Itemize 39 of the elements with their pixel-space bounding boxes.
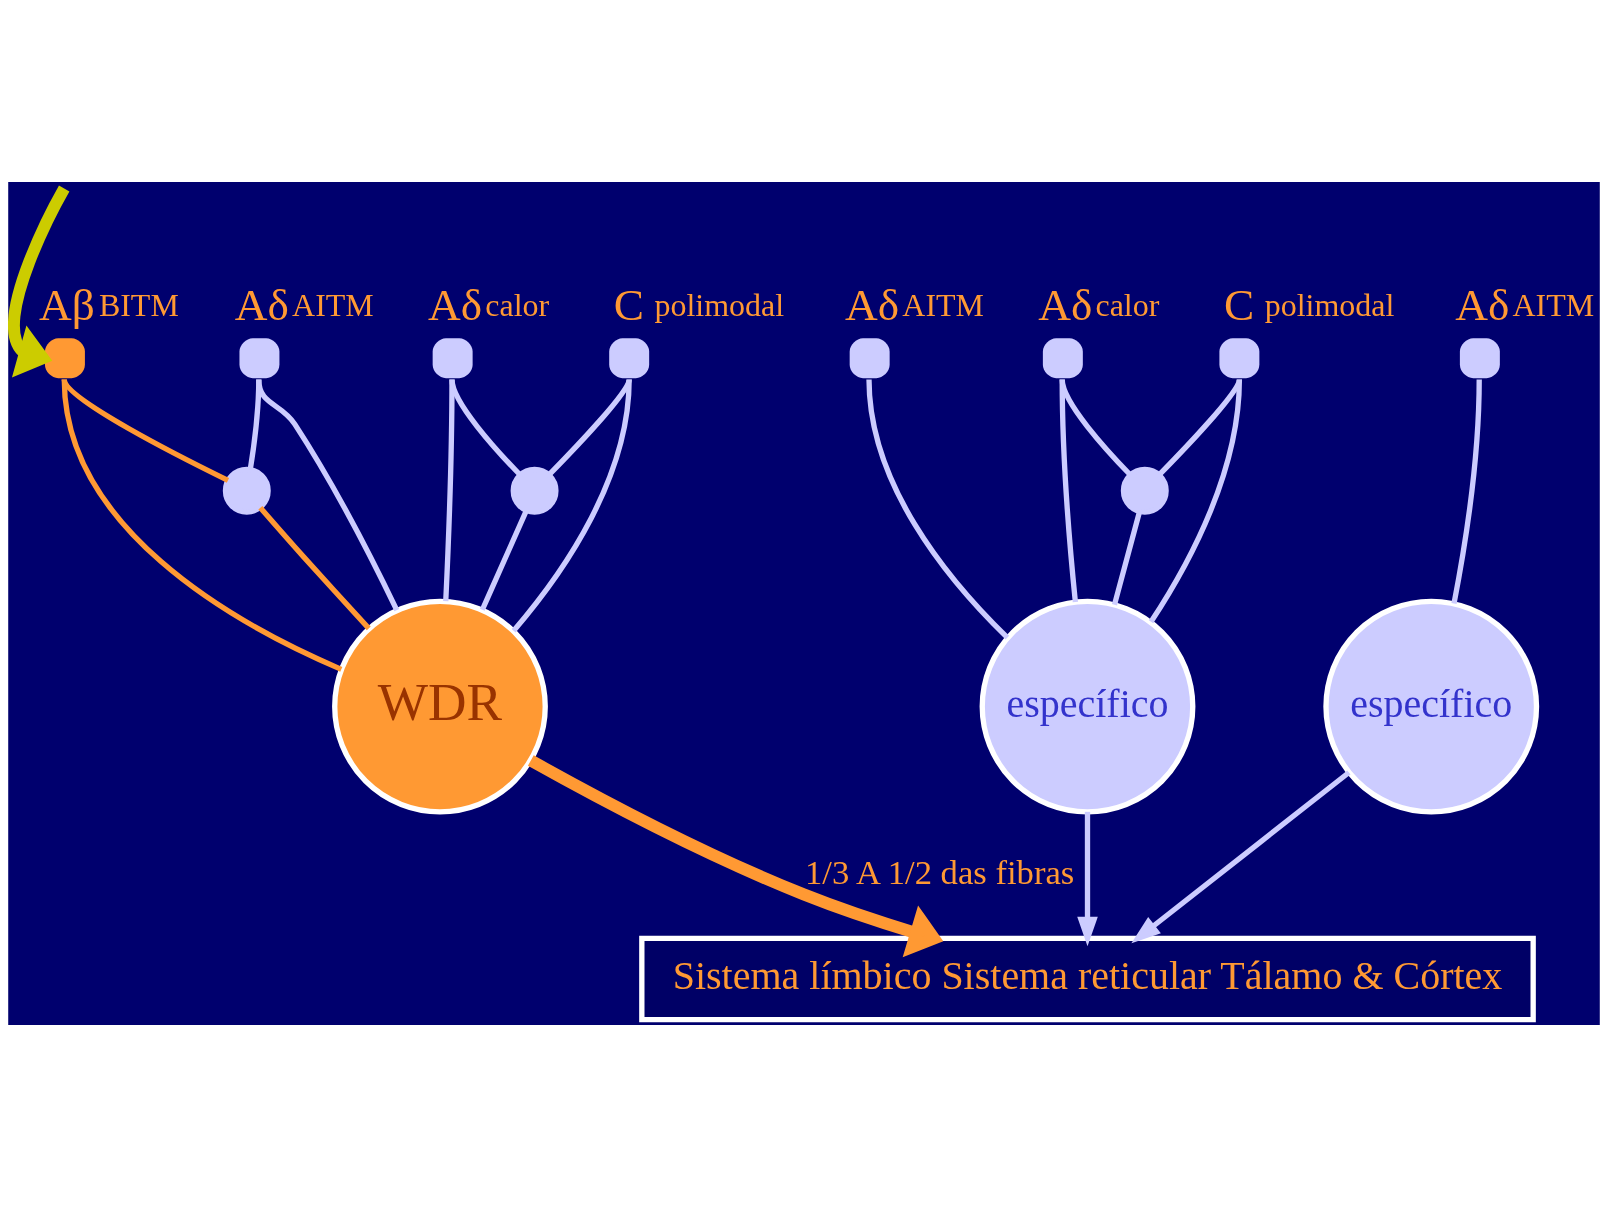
node-circle: específico (1323, 598, 1540, 814)
node-label: C (613, 279, 645, 330)
node-circle (1120, 466, 1169, 515)
arrow (8, 184, 70, 378)
node-label: AITM (902, 287, 984, 323)
arrow (1077, 811, 1098, 946)
node-circle (510, 466, 559, 515)
node-label: polimodal (654, 287, 785, 323)
connector (511, 378, 632, 632)
node-label: Aδ (234, 279, 289, 330)
node-label: calor (485, 287, 550, 323)
node-label: BITM (98, 287, 179, 323)
connector (1111, 510, 1143, 605)
connector (1148, 378, 1243, 623)
node-label: C (1224, 279, 1255, 330)
node-circle (222, 466, 271, 515)
connector (1451, 378, 1482, 604)
node-circle: WDR (332, 598, 548, 814)
node-label: calor (1095, 287, 1160, 323)
edge-label: 1/3 A 1/2 das fibras (804, 852, 1075, 891)
node-label: Aβ (38, 279, 95, 330)
node-circle: específico (979, 598, 1196, 814)
node-label: Aδ (1038, 279, 1093, 330)
node-label: polimodal (1264, 287, 1395, 323)
connector (258, 505, 371, 630)
node-label: AITM (1512, 287, 1595, 323)
connector (443, 378, 455, 601)
node-label: Aδ (427, 279, 483, 330)
connector (479, 509, 529, 611)
arrow (527, 754, 944, 957)
connector (866, 378, 1010, 640)
connector (256, 378, 400, 611)
node-label: Aδ (845, 279, 900, 330)
arrow (1131, 769, 1351, 943)
node-label: AITM (292, 287, 374, 323)
connector (1059, 378, 1078, 602)
node-label: Aδ (1455, 279, 1510, 330)
connector (61, 378, 343, 672)
node-box: Sistema límbico Sistema reticular Tálamo & Córtex (639, 935, 1536, 1022)
